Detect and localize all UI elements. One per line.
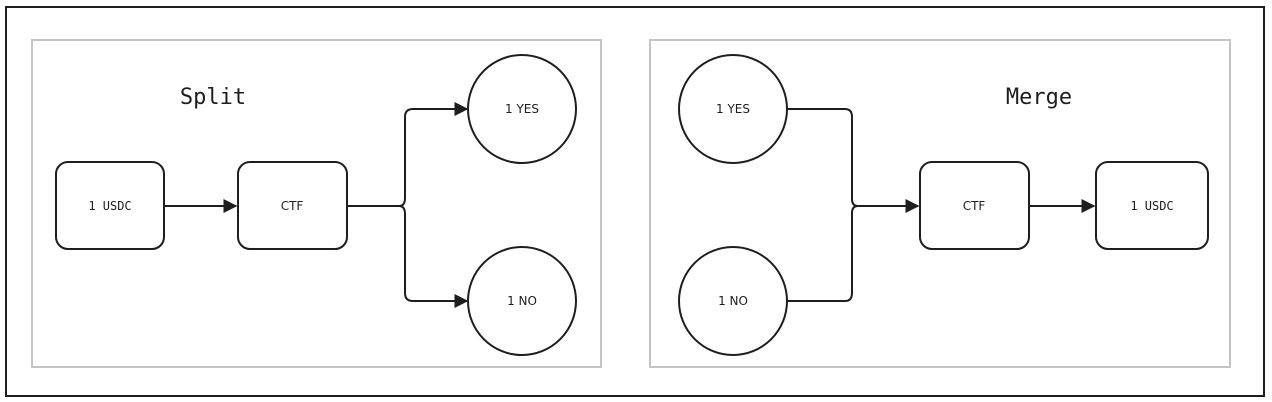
merge-ctf-node: CTF (919, 161, 1030, 250)
split-usdc-label: 1 USDC (88, 199, 131, 213)
split-ctf-label: CTF (281, 199, 304, 213)
merge-edge-yes-to-ctf (788, 108, 920, 213)
merge-usdc-node: 1 USDC (1095, 161, 1209, 250)
merge-yes-label: 1 YES (716, 102, 750, 116)
split-yes-node: 1 YES (467, 54, 577, 164)
split-no-node: 1 NO (467, 246, 577, 356)
merge-no-node: 1 NO (678, 246, 788, 356)
merge-panel: Merge 1 YES 1 NO CTF 1 USDC (649, 39, 1231, 368)
split-ctf-node: CTF (237, 161, 348, 250)
merge-ctf-label: CTF (963, 199, 986, 213)
merge-no-label: 1 NO (718, 294, 748, 308)
split-yes-label: 1 YES (505, 102, 539, 116)
merge-title: Merge (1006, 85, 1072, 110)
outer-frame (5, 6, 1265, 397)
merge-edge-no-to-ctf (788, 205, 859, 302)
split-no-label: 1 NO (507, 294, 537, 308)
split-panel-border (31, 39, 602, 368)
merge-panel-border (649, 39, 1231, 368)
split-edge-ctf-to-no (398, 205, 469, 308)
merge-usdc-label: 1 USDC (1130, 199, 1173, 213)
split-edge-ctf-to-yes (347, 102, 469, 207)
split-usdc-node: 1 USDC (55, 161, 165, 250)
split-panel: Split 1 USDC CTF 1 YES 1 NO (31, 39, 602, 368)
split-title: Split (180, 85, 246, 110)
merge-yes-node: 1 YES (678, 54, 788, 164)
